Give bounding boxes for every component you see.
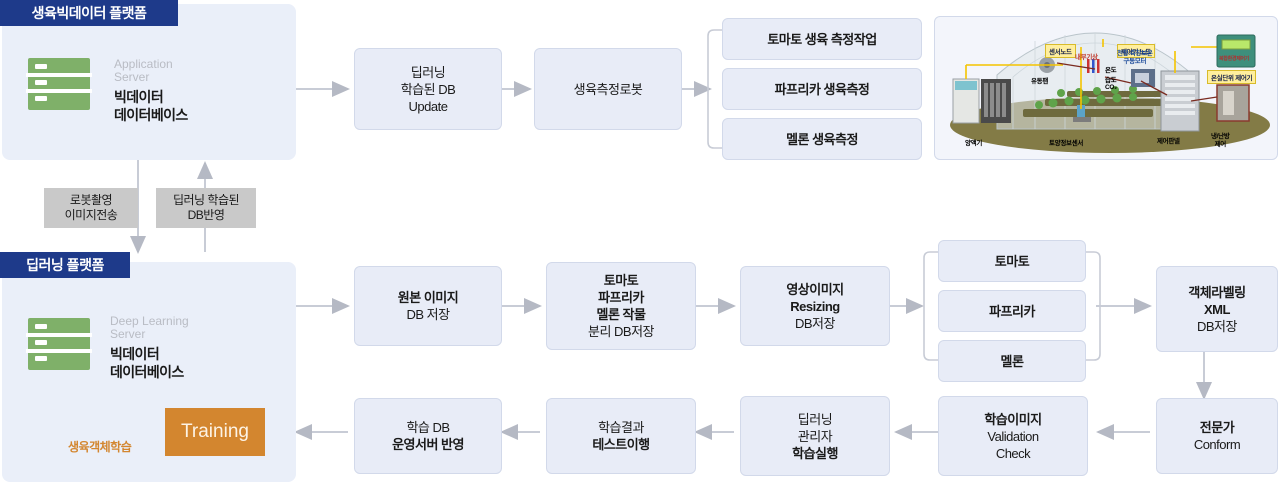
application-server-role: Application Server xyxy=(114,57,173,84)
node-line: 원본 이미지 xyxy=(397,290,459,305)
greenhouse-ict-diagram: 센서노드 제어기 노드 온실단위 제어기 내부기상 천창.측창보온 구동모터 온… xyxy=(934,16,1278,160)
node-line: 토마토 xyxy=(603,273,639,288)
node-paprika-growth-measurement[interactable]: 파프리카 생육측정 xyxy=(722,68,922,110)
deep-learning-server-icon xyxy=(26,318,92,370)
node-label: 멜론 생육측정 xyxy=(786,131,858,147)
node-line: 관리자 xyxy=(797,428,833,444)
gh-label-greenhouse-unit-controller: 온실단위 제어기 xyxy=(1207,70,1257,84)
gh-text-ceiling-side-insulation-motor: 천창.측창보온 구동모터 xyxy=(1117,50,1153,65)
node-line: 학습 DB xyxy=(406,420,450,435)
node-label: 토마토 생육 측정작업 xyxy=(767,31,877,47)
node-line: 딥러닝 xyxy=(797,411,833,427)
deep-learning-server-name: 빅데이터 데이터베이스 xyxy=(110,346,184,380)
node-melon[interactable]: 멜론 xyxy=(938,340,1086,382)
node-line: DB 저장 xyxy=(406,307,450,322)
gh-text-cooling-heating-control: 냉/난방 제어 xyxy=(1211,133,1230,148)
gh-text-internal-weather: 내부기상 xyxy=(1075,54,1098,61)
node-label: 토마토 xyxy=(994,253,1030,269)
node-learning-result-test-execution[interactable]: 학습결과 테스트이행 xyxy=(546,398,696,474)
node-line: 테스트이행 xyxy=(592,437,650,452)
chip-deeplearning-trained-db-apply: 딥러닝 학습된 DB반영 xyxy=(156,188,256,228)
node-line: 학습실행 xyxy=(792,445,838,461)
node-line: 분리 DB저장 xyxy=(587,324,655,339)
node-line: DB저장 xyxy=(1197,318,1237,334)
node-image-resizing-db-save[interactable]: 영상이미지 Resizing DB저장 xyxy=(740,266,890,346)
gh-text-nutrient-supply: 양액기 xyxy=(965,140,983,147)
node-line: DB저장 xyxy=(795,315,835,331)
node-line: 객체라벨링 xyxy=(1188,284,1246,300)
node-object-labeling-xml-db-save[interactable]: 객체라벨링 XML DB저장 xyxy=(1156,266,1278,352)
node-line: 학습결과 xyxy=(598,420,644,435)
gh-text-soil-info-sensor: 토양정보센서 xyxy=(1049,140,1084,147)
node-line: 멜론 작물 xyxy=(596,307,646,322)
gh-text-co2: CO₂ xyxy=(1105,84,1117,91)
node-line: Validation xyxy=(987,428,1039,444)
gh-text-temperature: 온도 xyxy=(1105,67,1117,74)
node-label: 파프리카 생육측정 xyxy=(774,81,870,97)
node-learning-db-apply-ops-server[interactable]: 학습 DB 운영서버 반영 xyxy=(354,398,502,474)
training-note-label: 생육객체학습 xyxy=(68,440,132,454)
node-growth-measuring-robot[interactable]: 생육측정로봇 xyxy=(534,48,682,130)
gh-text-circulation-fan: 유동팬 xyxy=(1031,78,1049,85)
node-paprika[interactable]: 파프리카 xyxy=(938,290,1086,332)
node-expert-conform[interactable]: 전문가 Conform xyxy=(1156,398,1278,474)
panel-title-deeplearning-platform: 딥러닝 플랫폼 xyxy=(0,252,130,278)
node-line: 학습된 DB xyxy=(400,81,456,97)
node-line: 전문가 xyxy=(1199,420,1235,435)
panel-title-growth-bigdata-platform: 생육빅데이터 플랫폼 xyxy=(0,0,178,26)
node-melon-growth-measurement[interactable]: 멜론 생육측정 xyxy=(722,118,922,160)
node-tomato-growth-measurement-task[interactable]: 토마토 생육 측정작업 xyxy=(722,18,922,60)
application-server-icon xyxy=(26,58,92,110)
node-line: Resizing xyxy=(790,298,840,314)
node-deeplearning-db-update[interactable]: 딥러닝 학습된 DB Update xyxy=(354,48,502,130)
node-label: 멜론 xyxy=(1000,353,1024,369)
node-line: Update xyxy=(408,98,448,114)
node-label: 파프리카 xyxy=(989,303,1035,319)
node-line: 생육측정로봇 xyxy=(573,81,643,97)
training-box[interactable]: Training xyxy=(165,408,265,456)
node-line: 파프리카 xyxy=(598,290,644,305)
node-line: Check xyxy=(995,445,1031,461)
node-deeplearning-manager-train-run[interactable]: 딥러닝 관리자 학습실행 xyxy=(740,396,890,476)
node-original-image-db-save[interactable]: 원본 이미지 DB 저장 xyxy=(354,266,502,346)
node-line: Conform xyxy=(1193,437,1241,452)
gh-label-sensor-node: 센서노드 xyxy=(1045,44,1076,58)
gh-label-controller-node: 제어기 노드 xyxy=(1117,44,1155,58)
node-line: 딥러닝 xyxy=(410,64,446,80)
gh-text-humidity: 습도 xyxy=(1105,77,1117,84)
node-training-image-validation-check[interactable]: 학습이미지 Validation Check xyxy=(938,396,1088,476)
node-crop-separation-db-save[interactable]: 토마토 파프리카 멜론 작물 분리 DB저장 xyxy=(546,262,696,350)
application-server-name: 빅데이터 데이터베이스 xyxy=(114,89,188,123)
gh-text-control-panel: 제어판넬 xyxy=(1157,138,1180,145)
chip-robot-capture-image-transfer: 로봇촬영 이미지전송 xyxy=(44,188,138,228)
node-line: 운영서버 반영 xyxy=(392,437,464,452)
node-line: 학습이미지 xyxy=(984,411,1042,427)
gh-text-device-label: 복합환경제어기 xyxy=(1219,56,1250,62)
node-line: 영상이미지 xyxy=(786,281,844,297)
node-tomato[interactable]: 토마토 xyxy=(938,240,1086,282)
deep-learning-server-role: Deep Learning Server xyxy=(110,314,189,341)
node-line: XML xyxy=(1204,301,1230,317)
